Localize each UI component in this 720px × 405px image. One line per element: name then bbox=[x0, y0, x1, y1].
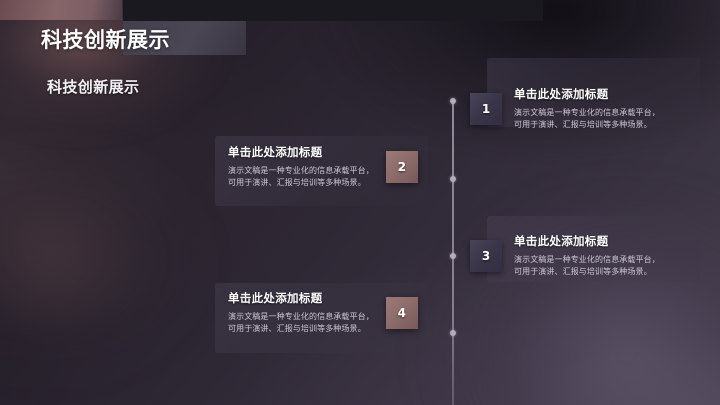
card-text-1: 单击此处添加标题 演示文稿是一种专业化的信息承载平台， 可用于演讲、汇报与培训等… bbox=[514, 86, 660, 132]
timeline-card-2[interactable]: 单击此处添加标题 演示文稿是一种专业化的信息承载平台， 可用于演讲、汇报与培训等… bbox=[228, 144, 418, 190]
card-body-line2-1: 可用于演讲、汇报与培训等多种场景。 bbox=[514, 120, 652, 130]
card-number-badge-3: 3 bbox=[470, 239, 502, 272]
card-body-line1-4: 演示文稿是一种专业化的信息承载平台， bbox=[228, 312, 374, 321]
card-body-line1-1: 演示文稿是一种专业化的信息承载平台， bbox=[514, 108, 660, 117]
card-number-badge-2: 2 bbox=[385, 150, 418, 183]
card-body-line1-3: 演示文稿是一种专业化的信息承载平台， bbox=[514, 255, 660, 264]
card-text-2: 单击此处添加标题 演示文稿是一种专业化的信息承载平台， 可用于演讲、汇报与培训等… bbox=[228, 144, 374, 190]
page-title: 科技创新展示 bbox=[41, 28, 170, 52]
card-title-3: 单击此处添加标题 bbox=[514, 234, 609, 248]
card-body-line2-2: 可用于演讲、汇报与培训等多种场景。 bbox=[228, 178, 366, 188]
timeline-card-1[interactable]: 1 单击此处添加标题 演示文稿是一种专业化的信息承载平台， 可用于演讲、汇报与培… bbox=[470, 86, 660, 132]
timeline-dot-2 bbox=[449, 176, 456, 182]
page-subtitle: 科技创新展示 bbox=[47, 78, 140, 96]
card-body-line2-3: 可用于演讲、汇报与培训等多种场景。 bbox=[514, 267, 652, 277]
glow-left-middle bbox=[0, 130, 220, 390]
timeline-dot-1 bbox=[449, 98, 456, 104]
card-text-3: 单击此处添加标题 演示文稿是一种专业化的信息承载平台， 可用于演讲、汇报与培训等… bbox=[514, 233, 660, 279]
decor-gray-block bbox=[123, 21, 246, 55]
timeline-card-4[interactable]: 单击此处添加标题 演示文稿是一种专业化的信息承载平台， 可用于演讲、汇报与培训等… bbox=[228, 290, 418, 336]
glow-top-dark-band bbox=[300, 0, 720, 160]
timeline-dot-3 bbox=[449, 253, 456, 259]
glow-bottom-right bbox=[410, 175, 720, 405]
card-title-1: 单击此处添加标题 bbox=[514, 87, 609, 101]
decor-mauve-block bbox=[0, 0, 122, 20]
card-body-line1-2: 演示文稿是一种专业化的信息承载平台， bbox=[228, 166, 374, 175]
timeline-dot-4 bbox=[449, 330, 456, 336]
decor-dark-band bbox=[123, 0, 543, 21]
card-title-4: 单击此处添加标题 bbox=[228, 291, 323, 305]
card-text-4: 单击此处添加标题 演示文稿是一种专业化的信息承载平台， 可用于演讲、汇报与培训等… bbox=[228, 290, 374, 336]
card-body-line2-4: 可用于演讲、汇报与培训等多种场景。 bbox=[228, 324, 366, 334]
timeline-card-3[interactable]: 3 单击此处添加标题 演示文稿是一种专业化的信息承载平台， 可用于演讲、汇报与培… bbox=[470, 233, 660, 279]
card-title-2: 单击此处添加标题 bbox=[228, 145, 323, 159]
card-number-badge-4: 4 bbox=[385, 296, 418, 329]
card-number-badge-1: 1 bbox=[470, 92, 502, 125]
